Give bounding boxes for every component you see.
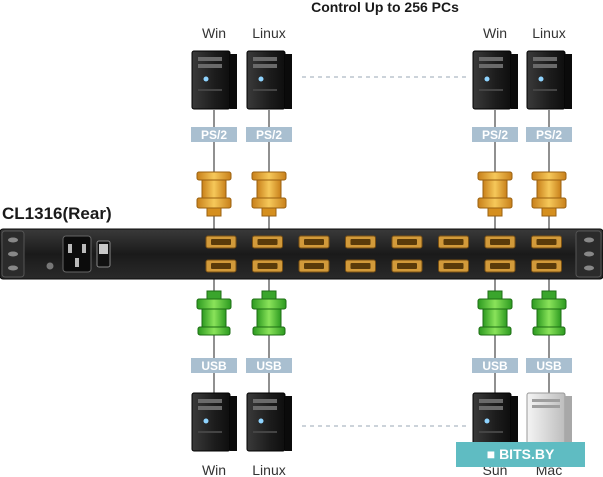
watermark-badge: ■ BITS.BY [456,442,585,467]
vga-connector-icon [251,171,287,217]
logo-icon: ■ [486,446,500,462]
top_computers-port-badge: PS/2 [246,127,292,142]
kvm-port-icon [298,235,330,249]
kvm-port-icon [205,235,237,249]
vga-connector-icon [477,171,513,217]
bottom_computers-port-badge-label: USB [256,359,282,373]
kvm-port-icon [345,235,376,249]
vga-connector-icon [196,171,232,217]
kvm-device [0,228,603,280]
pc-tower-icon [191,392,237,452]
diagram-title: Control Up to 256 PCs [311,0,459,15]
top_computers-port-badge: PS/2 [472,127,518,142]
top_computers-port-badge-label: PS/2 [482,128,508,142]
bottom-computer-os-label: Win [202,462,226,477]
bottom_computers-port-badge: USB [191,358,237,373]
top_computers-port-badge-label: PS/2 [201,128,227,142]
rack-hole-icon [584,237,594,243]
kvm-port-icon [298,259,330,273]
kvm-ports [205,235,562,273]
top-computer-os-label: Linux [252,25,285,41]
rack-hole-icon [8,265,18,271]
pc-tower-icon [526,50,572,110]
kvm-port-icon [531,235,562,249]
bottom_computers-port-badge-label: USB [201,359,227,373]
vga-connector-icon [531,171,567,217]
top-computer-os-label: Linux [532,25,565,41]
bottom_computers-port-badge: USB [472,358,518,373]
rack-hole-icon [584,251,594,257]
usb-connector-icon [251,290,287,336]
top_computers-port-badge-label: PS/2 [256,128,282,142]
kvm-port-icon [252,235,283,249]
kvm-port-icon [205,259,237,273]
kvm-port-icon [438,259,469,273]
top-computer-os-label: Win [483,25,507,41]
power-inlet-icon [62,235,92,273]
kvm-port-icon [391,259,423,273]
watermark-text: BITS.BY [499,446,555,462]
bottom_computers-port-badge-label: USB [536,359,562,373]
rack-hole-icon [8,237,18,243]
kvm-port-icon [484,235,516,249]
pc-tower-icon [191,50,237,110]
top_computers-port-badge: PS/2 [191,127,237,142]
bottom_computers-port-badge: USB [526,358,572,373]
rack-hole-icon [584,265,594,271]
power-switch-icon [96,240,111,268]
rack-hole-icon [8,251,18,257]
kvm-port-icon [345,259,376,273]
top-computer-os-label: Win [202,25,226,41]
kvm-port-icon [391,235,423,249]
usb-connector-icon [477,290,513,336]
top_computers-port-badge-label: PS/2 [536,128,562,142]
usb-connector-icon [196,290,232,336]
ground-screw-icon [45,261,55,271]
bottom_computers-port-badge-label: USB [482,359,508,373]
bottom_computers-port-badge: USB [246,358,292,373]
kvm-port-icon [438,235,469,249]
kvm-port-icon [252,259,283,273]
top_computers-port-badge: PS/2 [526,127,572,142]
kvm-port-icon [484,259,516,273]
bottom-computer-os-label: Linux [252,462,285,477]
kvm-port-icon [531,259,562,273]
device-label: CL1316(Rear) [2,204,112,223]
pc-tower-icon [246,50,292,110]
pc-tower-icon [246,392,292,452]
pc-tower-icon [472,50,518,110]
usb-connector-icon [531,290,567,336]
